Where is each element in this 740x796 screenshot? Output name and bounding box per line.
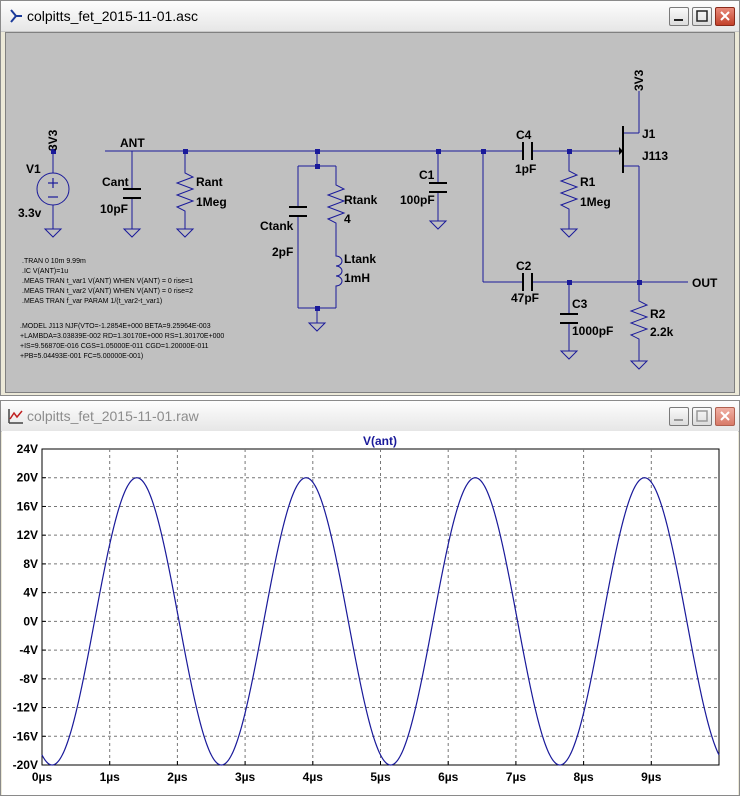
close-icon bbox=[720, 411, 730, 421]
close-button[interactable] bbox=[715, 7, 735, 26]
ctank-value[interactable]: 2pF bbox=[272, 245, 293, 259]
y-tick-label: -20V bbox=[13, 758, 38, 772]
v1-value[interactable]: 3.3v bbox=[18, 206, 42, 220]
out-net-label[interactable]: OUT bbox=[692, 276, 718, 290]
x-tick-label: 8µs bbox=[573, 770, 594, 784]
minimize-icon bbox=[674, 19, 683, 21]
cant-value[interactable]: 10pF bbox=[100, 202, 128, 216]
rant-label[interactable]: Rant bbox=[196, 175, 223, 189]
y-tick-label: -12V bbox=[13, 701, 38, 715]
x-tick-label: 2µs bbox=[167, 770, 188, 784]
rtank-label[interactable]: Rtank bbox=[344, 193, 378, 207]
c3-value[interactable]: 1000pF bbox=[572, 324, 613, 338]
x-tick-label: 6µs bbox=[438, 770, 459, 784]
c2-value[interactable]: 47pF bbox=[511, 291, 539, 305]
minimize-button[interactable] bbox=[669, 7, 689, 26]
y-tick-label: -8V bbox=[19, 672, 38, 686]
ltank-value[interactable]: 1mH bbox=[344, 271, 370, 285]
plot-title[interactable]: V(ant) bbox=[363, 434, 397, 448]
spice-directive[interactable]: .MEAS TRAN t_var2 V(ANT) WHEN V(ANT) = 0… bbox=[22, 288, 193, 295]
waveform-canvas[interactable]: V(ant) 24V 20V 16V 12V 8V 4V 0V -4V -8V -12V -16V -… bbox=[2, 431, 738, 795]
model-directive[interactable]: +PB=5.04493E-001 FC=5.00000E-001) bbox=[20, 353, 143, 360]
schematic-title-bar[interactable]: colpitts_fet_2015-11-01.asc bbox=[1, 1, 739, 32]
x-axis-ticks: 0µs 1µs 2µs 3µs 4µs 5µs 6µs 7µs 8µs 9µs bbox=[32, 761, 662, 784]
c1-label[interactable]: C1 bbox=[419, 168, 435, 182]
y-tick-label: 12V bbox=[17, 528, 38, 542]
model-directive[interactable]: .MODEL J113 NJF(VTO=-1.2854E+000 BETA=9.… bbox=[20, 323, 211, 330]
spice-directive[interactable]: .MEAS TRAN f_var PARAM 1/(t_var2-t_var1) bbox=[22, 298, 162, 305]
r2-label[interactable]: R2 bbox=[650, 307, 666, 321]
plot-grid bbox=[42, 449, 719, 765]
y-tick-label: 0V bbox=[23, 614, 38, 628]
model-directive[interactable]: +IS=9.56870E-016 CGS=1.05000E-011 CGD=1.… bbox=[20, 343, 209, 350]
model-directive[interactable]: +LAMBDA=3.03839E-002 RD=1.30170E+000 RS=… bbox=[20, 333, 224, 340]
maximize-icon bbox=[696, 10, 708, 22]
schematic-window-title: colpitts_fet_2015-11-01.asc bbox=[27, 8, 198, 24]
c2-label[interactable]: C2 bbox=[516, 259, 532, 273]
r1-label[interactable]: R1 bbox=[580, 175, 596, 189]
x-tick-label: 7µs bbox=[506, 770, 527, 784]
rtank-value[interactable]: 4 bbox=[344, 212, 351, 226]
y-tick-label: 20V bbox=[17, 471, 38, 485]
minimize-icon bbox=[674, 419, 683, 421]
c4-value[interactable]: 1pF bbox=[515, 162, 536, 176]
waveform-title-bar[interactable]: colpitts_fet_2015-11-01.raw bbox=[1, 401, 739, 432]
trace-v-ant[interactable] bbox=[41, 477, 720, 766]
waveform-icon bbox=[8, 409, 23, 424]
x-tick-label: 9µs bbox=[641, 770, 662, 784]
y-tick-label: -16V bbox=[13, 729, 38, 743]
maximize-button[interactable] bbox=[692, 407, 712, 426]
y-tick-label: -4V bbox=[19, 643, 38, 657]
spice-directive[interactable]: .IC V(ANT)=1u bbox=[22, 268, 68, 275]
r2-value[interactable]: 2.2k bbox=[650, 325, 674, 339]
schematic-window: colpitts_fet_2015-11-01.asc bbox=[0, 0, 740, 396]
ltank-label[interactable]: Ltank bbox=[344, 252, 376, 266]
ant-net-label[interactable]: ANT bbox=[120, 136, 145, 150]
waveform-plot[interactable]: V(ant) 24V 20V 16V 12V 8V 4V 0V -4V -8V -12V -16V -… bbox=[2, 431, 738, 795]
waveform-window: colpitts_fet_2015-11-01.raw V(ant) 24V 20… bbox=[0, 400, 740, 796]
spice-directive[interactable]: .MEAS TRAN t_var1 V(ANT) WHEN V(ANT) = 0… bbox=[22, 278, 193, 285]
x-tick-label: 3µs bbox=[235, 770, 256, 784]
y-tick-label: 24V bbox=[17, 442, 38, 456]
schematic-canvas[interactable]: V1 3.3v 3V3 ANT Cant 10pF Rant 1Meg Ctan… bbox=[5, 32, 735, 393]
cant-label[interactable]: Cant bbox=[102, 175, 129, 189]
x-tick-label: 1µs bbox=[100, 770, 121, 784]
maximize-icon bbox=[696, 410, 708, 422]
v1-net-label[interactable]: 3V3 bbox=[46, 129, 60, 151]
y-tick-label: 4V bbox=[23, 586, 38, 600]
schematic-icon bbox=[10, 9, 22, 23]
j1-label[interactable]: J1 bbox=[642, 127, 656, 141]
y-axis-ticks: 24V 20V 16V 12V 8V 4V 0V -4V -8V -12V -16V -20V bbox=[13, 442, 46, 772]
c3-label[interactable]: C3 bbox=[572, 297, 588, 311]
close-icon bbox=[720, 11, 730, 21]
x-tick-label: 4µs bbox=[303, 770, 324, 784]
v1-label[interactable]: V1 bbox=[26, 162, 41, 176]
c1-value[interactable]: 100pF bbox=[400, 193, 435, 207]
close-button[interactable] bbox=[715, 407, 735, 426]
c4-label[interactable]: C4 bbox=[516, 128, 532, 142]
x-tick-label: 5µs bbox=[370, 770, 391, 784]
spice-directive[interactable]: .TRAN 0 10m 9.99m bbox=[22, 258, 86, 265]
ctank-label[interactable]: Ctank bbox=[260, 219, 294, 233]
r1-value[interactable]: 1Meg bbox=[580, 195, 611, 209]
minimize-button[interactable] bbox=[669, 407, 689, 426]
j1-model[interactable]: J113 bbox=[642, 149, 668, 163]
schematic-drawing: V1 3.3v 3V3 ANT Cant 10pF Rant 1Meg Ctan… bbox=[18, 69, 718, 370]
y-tick-label: 16V bbox=[17, 499, 38, 513]
y-tick-label: 8V bbox=[23, 557, 38, 571]
rant-value[interactable]: 1Meg bbox=[196, 195, 227, 209]
waveform-window-title: colpitts_fet_2015-11-01.raw bbox=[27, 408, 199, 424]
j1-net-label[interactable]: 3V3 bbox=[632, 69, 646, 91]
x-tick-label: 0µs bbox=[32, 770, 53, 784]
maximize-button[interactable] bbox=[692, 7, 712, 26]
